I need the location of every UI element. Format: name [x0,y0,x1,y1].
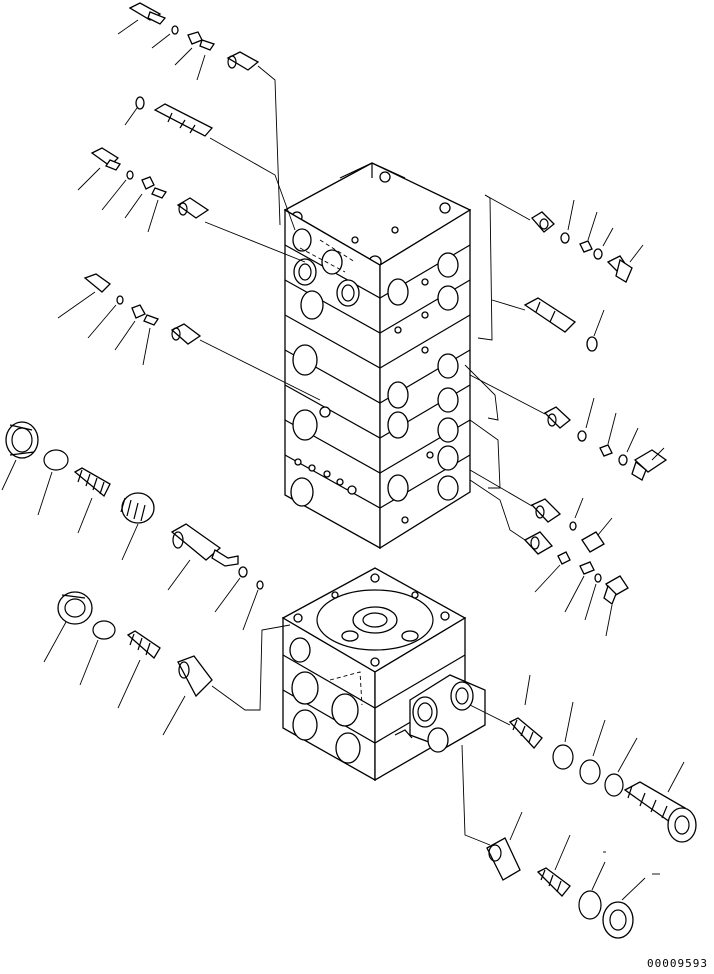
right-top-assembly [465,195,666,636]
top-left-assembly-row-3 [58,274,320,400]
drawing-number: 00009593 [647,957,708,970]
upper-valve-body [285,163,470,548]
right-lower-assembly [462,675,696,938]
top-left-assembly-row-2 [78,148,305,262]
left-middle-assembly [2,422,263,630]
lower-valve-body [283,568,485,780]
top-left-assembly-row-1 [118,3,295,230]
left-lower-assembly [44,592,290,735]
